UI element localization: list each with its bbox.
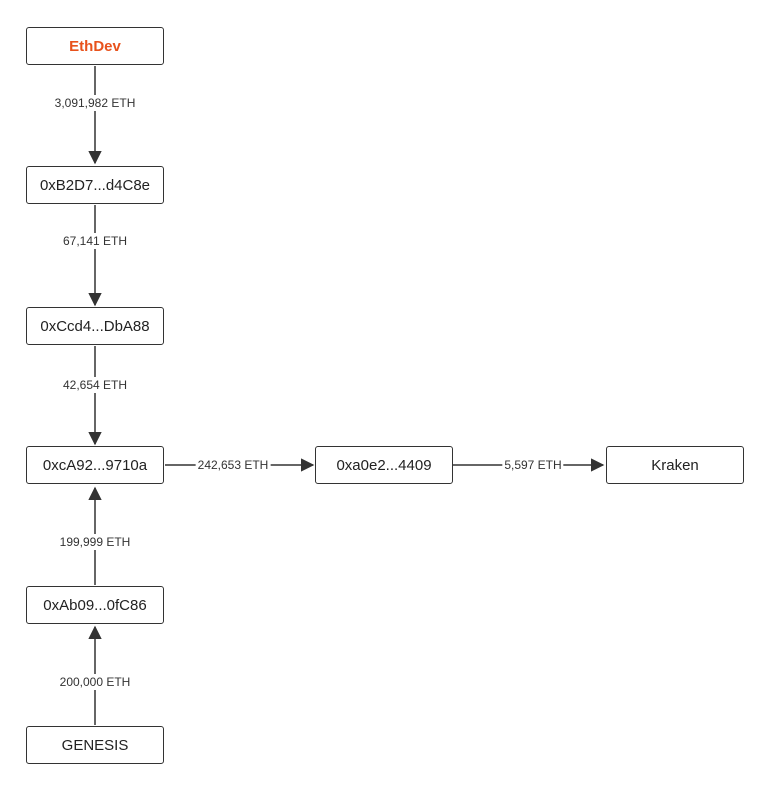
node-0xca92[interactable]: 0xcA92...9710a [26,446,164,484]
edge-label-ab09-ca92: 199,999 ETH [57,534,133,550]
node-0xccd4-label: 0xCcd4...DbA88 [40,317,150,335]
node-0xb2d7[interactable]: 0xB2D7...d4C8e [26,166,164,204]
edge-label-b2d7-ccd4: 67,141 ETH [60,233,130,249]
node-0xab09-label: 0xAb09...0fC86 [43,596,147,614]
node-0xb2d7-label: 0xB2D7...d4C8e [39,176,151,194]
edge-label-ccd4-ca92: 42,654 ETH [60,377,130,393]
node-0xa0e2[interactable]: 0xa0e2...4409 [315,446,453,484]
node-genesis[interactable]: GENESIS [26,726,164,764]
node-0xab09[interactable]: 0xAb09...0fC86 [26,586,164,624]
node-0xccd4[interactable]: 0xCcd4...DbA88 [26,307,164,345]
node-ethdev-label: EthDev [69,37,121,55]
edge-label-ethdev-b2d7: 3,091,982 ETH [52,95,138,111]
node-genesis-label: GENESIS [61,736,129,754]
edge-label-ca92-a0e2: 242,653 ETH [195,457,271,473]
node-kraken-label: Kraken [651,456,699,474]
node-0xa0e2-label: 0xa0e2...4409 [336,456,432,474]
edge-label-genesis-ab09: 200,000 ETH [57,674,133,690]
edge-label-a0e2-kraken: 5,597 ETH [502,457,564,473]
node-0xca92-label: 0xcA92...9710a [42,456,148,474]
node-kraken[interactable]: Kraken [606,446,744,484]
node-ethdev[interactable]: EthDev [26,27,164,65]
